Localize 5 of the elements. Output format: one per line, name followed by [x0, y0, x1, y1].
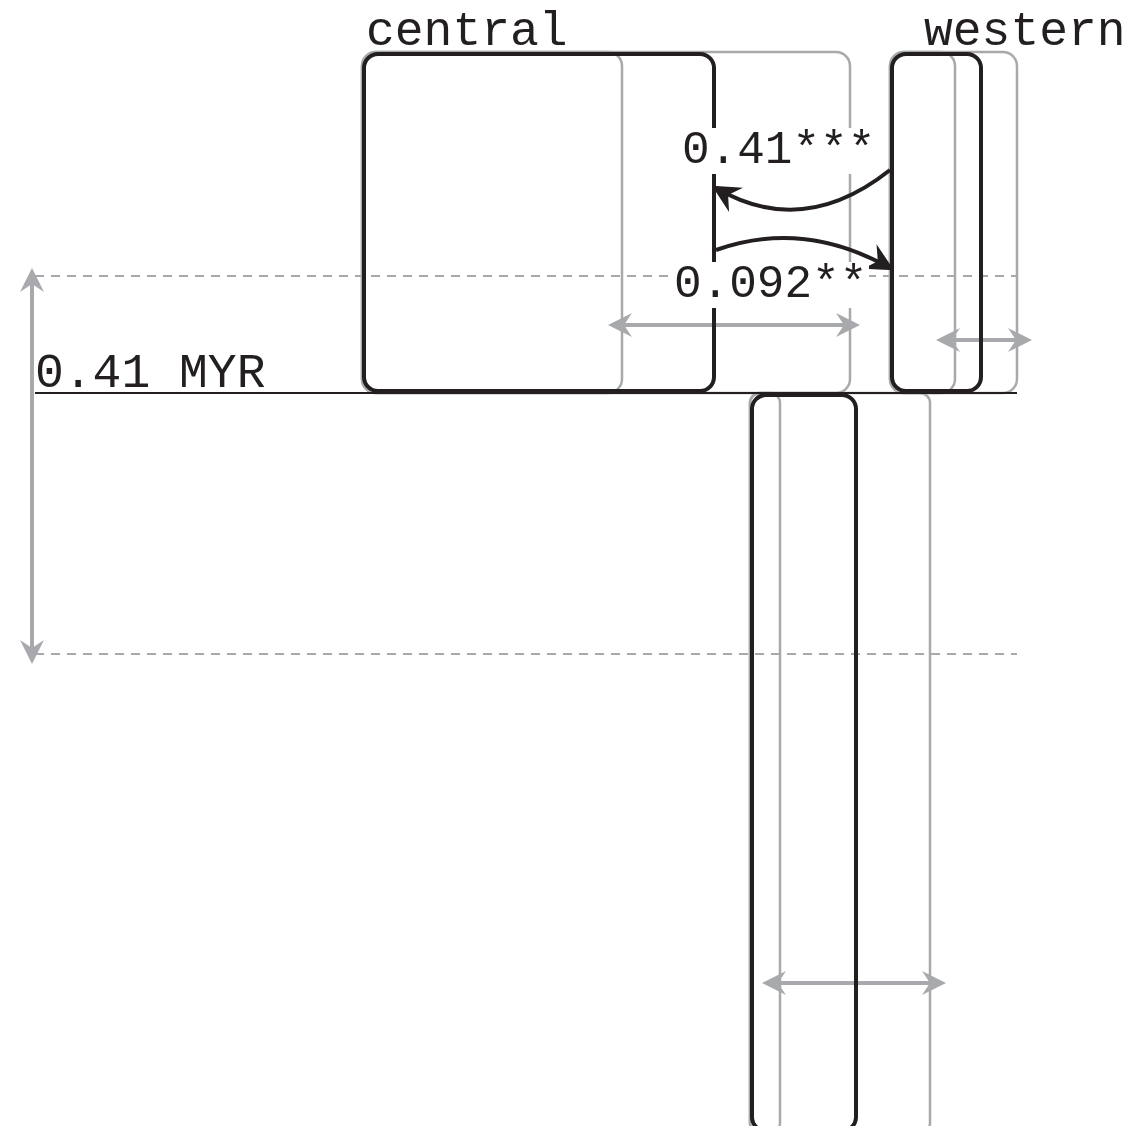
population-name: central — [366, 8, 568, 56]
time-label: 0.41 MYR — [35, 350, 266, 398]
population-box — [750, 393, 858, 1126]
population-name: western — [924, 8, 1126, 56]
edge-label: 0.092** — [672, 262, 870, 308]
